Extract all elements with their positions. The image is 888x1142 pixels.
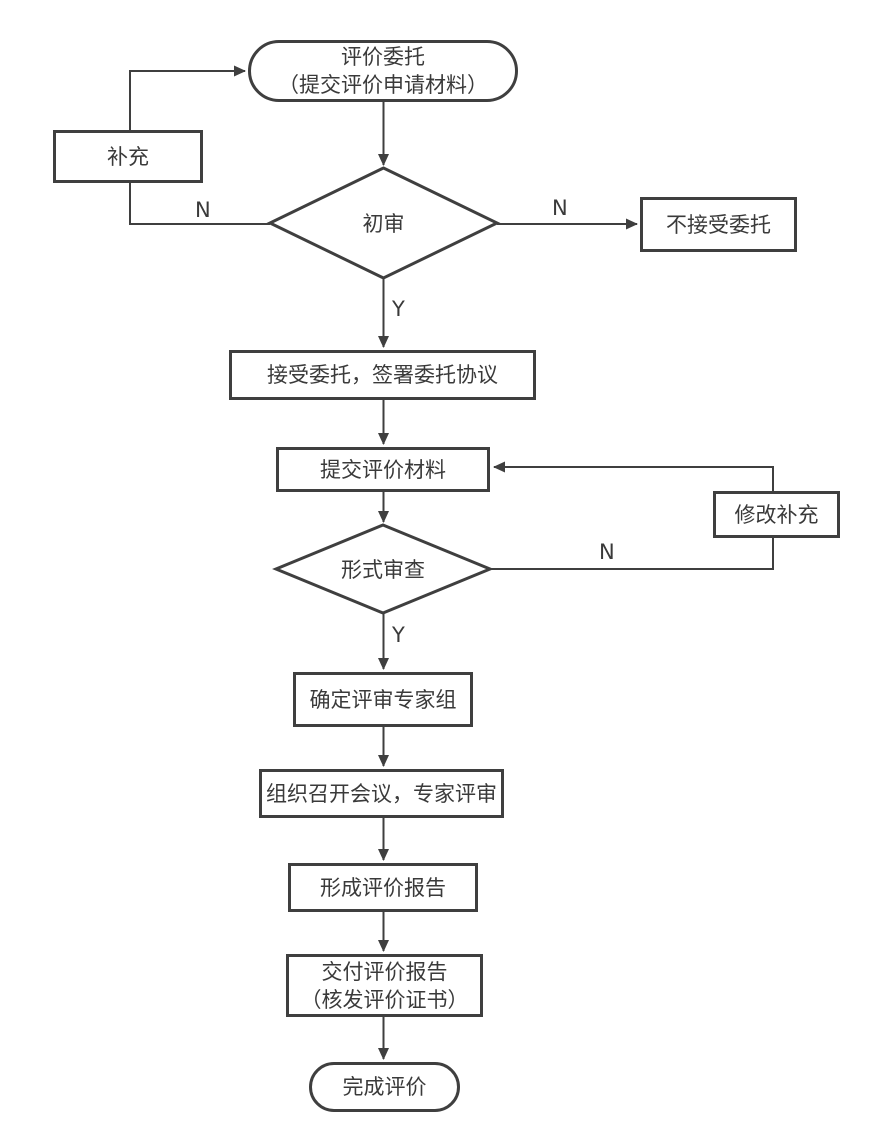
meeting-label: 组织召开会议，专家评审 bbox=[266, 781, 497, 806]
edge-label-initial-review-yes: Y bbox=[390, 297, 407, 321]
accept-label: 接受委托，签署委托协议 bbox=[267, 363, 498, 387]
formal-review-diamond bbox=[272, 523, 494, 615]
submit-materials-box: 提交评价材料 bbox=[276, 447, 490, 492]
edge-label-initial-review-no-right: N bbox=[550, 196, 570, 220]
meeting-box: 组织召开会议，专家评审 bbox=[259, 769, 504, 818]
expert-group-box: 确定评审专家组 bbox=[293, 672, 473, 727]
reject-label: 不接受委托 bbox=[666, 212, 771, 237]
supplement-label: 补充 bbox=[107, 144, 149, 169]
submit-materials-label: 提交评价材料 bbox=[320, 457, 446, 482]
initial-review-diamond bbox=[266, 166, 501, 280]
report-box: 形成评价报告 bbox=[288, 863, 478, 912]
accept-box: 接受委托，签署委托协议 bbox=[229, 350, 536, 400]
start-node-line1: 评价委托 bbox=[341, 45, 425, 69]
connector-initial-review-to-supplement bbox=[129, 183, 270, 225]
revise-supplement-box: 修改补充 bbox=[713, 491, 840, 538]
deliver-box: 交付评价报告 （核发评价证书） bbox=[286, 954, 483, 1017]
end-node: 完成评价 bbox=[309, 1062, 460, 1112]
edge-label-formal-review-no: N bbox=[597, 540, 617, 564]
reject-box: 不接受委托 bbox=[640, 197, 797, 252]
start-node: 评价委托 （提交评价申请材料） bbox=[248, 40, 518, 102]
deliver-line1: 交付评价报告 bbox=[321, 959, 448, 984]
start-node-line2: （提交评价申请材料） bbox=[278, 73, 488, 97]
deliver-line2: （核发评价证书） bbox=[300, 987, 469, 1012]
supplement-box: 补充 bbox=[53, 130, 203, 183]
edge-label-initial-review-no-left: N bbox=[193, 198, 213, 222]
edge-label-formal-review-yes: Y bbox=[390, 623, 407, 647]
revise-supplement-label: 修改补充 bbox=[734, 502, 819, 527]
formal-review-label: 形式审查 bbox=[341, 558, 425, 582]
connector-supplement-to-start bbox=[129, 65, 246, 130]
expert-group-label: 确定评审专家组 bbox=[309, 687, 457, 712]
report-label: 形成评价报告 bbox=[320, 875, 446, 900]
end-node-label: 完成评价 bbox=[342, 1075, 427, 1099]
initial-review-label: 初审 bbox=[362, 212, 405, 236]
